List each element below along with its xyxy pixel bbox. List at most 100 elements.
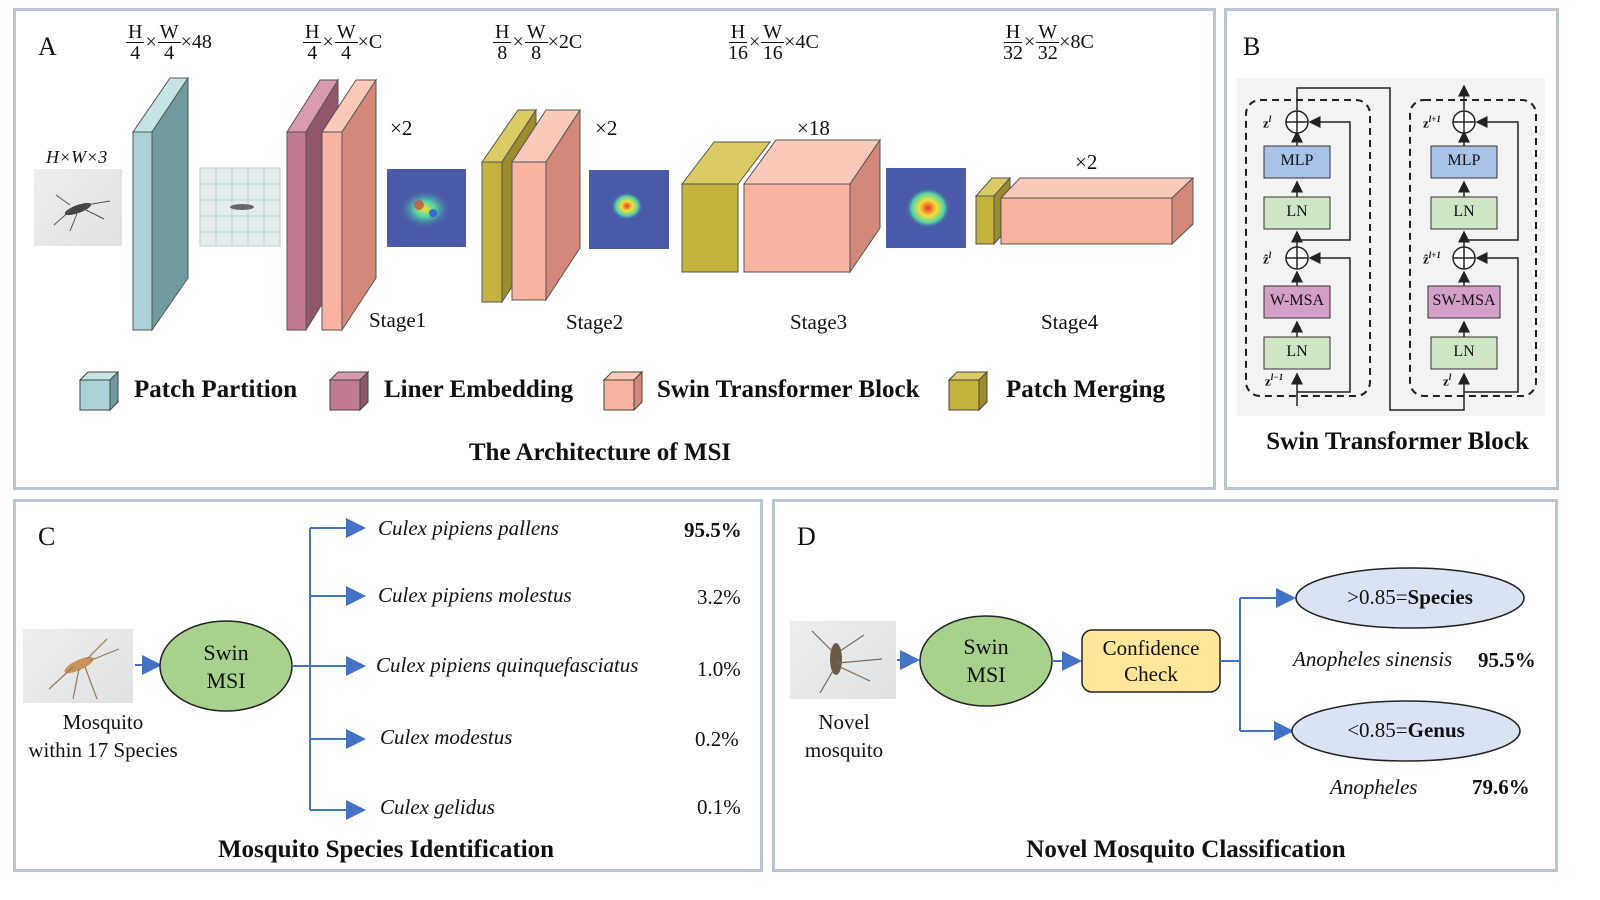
panel-b-caption: Swin Transformer Block (1266, 428, 1529, 455)
d-lower-result-name: Anopheles (1330, 775, 1418, 799)
right-mlp-label: MLP (1447, 152, 1481, 169)
panel-d-caption: Novel Mosquito Classification (1026, 836, 1346, 863)
dim-2-b-num: W (334, 21, 358, 43)
panel-c-input-label-1: Mosquito (62, 710, 144, 734)
right-z-mid: ẑ (1423, 251, 1429, 267)
legend-linear-embedding: Liner Embedding (384, 376, 574, 403)
legend-linear-embedding-icon (328, 370, 370, 412)
legend-patch-partition-icon (78, 370, 120, 412)
right-z-in-sup: l (1448, 372, 1452, 382)
dim-5-tail: ×8C (1059, 31, 1094, 53)
dim-2-a-num: H (303, 21, 322, 43)
panel-d-letter: D (797, 522, 816, 551)
input-mosquito-photo (34, 169, 122, 246)
stage1-heatmap (387, 169, 466, 247)
right-add-top-icon (1452, 110, 1476, 134)
dim-1-b-num: W (157, 21, 181, 43)
left-ln-top-box (1263, 196, 1331, 230)
dim-3-b-den: 8 (531, 42, 542, 64)
dim-5-b-num: W (1036, 21, 1060, 43)
patch-partition-block (132, 76, 189, 332)
panel-c-letter: C (38, 522, 56, 551)
stage3-heatmap (886, 168, 966, 248)
dim-4-b-num: W (761, 21, 785, 43)
dim-4-tail: ×4C (784, 31, 819, 53)
stage2-multiplier: ×2 (595, 116, 618, 140)
d-genus-label: <0.85=Genus (1292, 718, 1520, 743)
panel-species-identification (13, 499, 763, 872)
stage1-swin-block (321, 78, 377, 332)
panel-d-input-label-1: Novel (818, 710, 870, 734)
panel-a-caption: The Architecture of MSI (468, 439, 732, 466)
legend-swin-block: Swin Transformer Block (657, 376, 920, 403)
right-z-in: z (1443, 373, 1449, 389)
left-z-out-sup: l (1268, 114, 1272, 124)
dim-3-a-num: H (493, 21, 512, 43)
c-species-4: Culex modestus (380, 725, 513, 749)
panel-c-input-label-2: within 17 Species (28, 738, 178, 762)
left-block-container (1245, 99, 1371, 397)
d-species-prefix: >0.85= (1347, 585, 1408, 609)
d-species-node (1295, 567, 1525, 629)
stage2-heatmap (589, 170, 669, 249)
d-check-line1: Confidence (1102, 636, 1200, 660)
dim-5-a-num: H (1003, 21, 1023, 43)
left-z-in: z (1265, 373, 1271, 389)
stage4-multiplier: ×2 (1075, 150, 1098, 174)
stage1-label: Stage1 (369, 308, 427, 332)
d-genus-prefix: <0.85= (1347, 718, 1408, 742)
legend-patch-merging: Patch Merging (1006, 376, 1165, 403)
right-z-out: z (1423, 115, 1429, 131)
dim-3-tail: ×2C (547, 31, 583, 53)
c-pct-4: 0.2% (695, 727, 739, 751)
stage1-multiplier: ×2 (390, 116, 413, 140)
d-swin-msi-node (919, 615, 1053, 707)
right-block-container (1409, 99, 1537, 397)
stage2-swin-block (511, 108, 581, 302)
mosquito-illustration (53, 194, 111, 232)
left-wmsa-box (1263, 285, 1331, 319)
right-swmsa-label: SW-MSA (1432, 292, 1496, 309)
dim-1-b-den: 4 (164, 42, 175, 64)
dim-1-a-num: H (126, 21, 145, 43)
right-z-in-label: zl (1443, 372, 1451, 389)
left-ln-bottom-label: LN (1286, 343, 1308, 360)
c-pct-3: 1.0% (697, 657, 741, 681)
c-model-line1: Swin (203, 640, 249, 665)
left-wmsa-label: W-MSA (1269, 292, 1325, 309)
dim-4-b-den: 16 (762, 42, 783, 64)
left-z-in-label: zl−1 (1265, 372, 1283, 389)
d-lower-result-pct: 79.6% (1472, 775, 1530, 799)
right-ln-top-box (1430, 196, 1498, 230)
panel-d-input-label-2: mosquito (804, 738, 884, 762)
dim-1-tail: ×48 (180, 31, 212, 53)
stage2-label: Stage2 (566, 310, 624, 334)
left-ln-top-label: LN (1286, 203, 1308, 220)
legend-swin-block-icon (602, 370, 644, 412)
stage3-patch-merging-block (680, 141, 772, 273)
left-z-mid-label: ẑl (1263, 250, 1271, 267)
d-species-label: >0.85=Species (1296, 585, 1524, 610)
c-pct-2: 3.2% (697, 585, 741, 609)
panel-c-mosquito-photo (23, 629, 133, 703)
panel-b-letter: B (1243, 32, 1261, 61)
left-z-mid: ẑ (1263, 251, 1269, 267)
c-pct-5: 0.1% (697, 795, 741, 819)
left-mlp-box (1263, 145, 1331, 179)
right-ln-bottom-label: LN (1453, 343, 1475, 360)
left-add-top-icon (1285, 110, 1309, 134)
d-upper-result-name: Anopheles sinensis (1293, 647, 1453, 671)
right-z-out-label: zl+1 (1423, 114, 1441, 131)
stage4-swin-block (999, 176, 1195, 246)
right-z-mid-label: ẑl+1 (1423, 250, 1441, 267)
d-upper-result-pct: 95.5% (1478, 648, 1536, 672)
input-dim-label: H×W×3 (46, 147, 108, 167)
stage4-label: Stage4 (1041, 310, 1099, 334)
